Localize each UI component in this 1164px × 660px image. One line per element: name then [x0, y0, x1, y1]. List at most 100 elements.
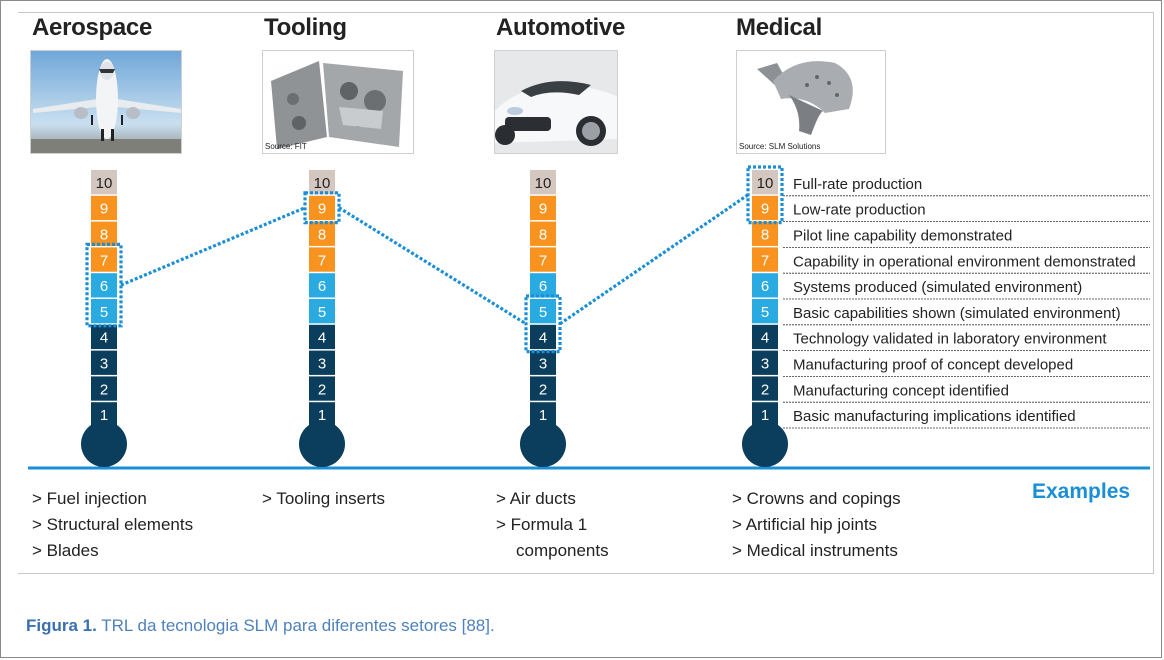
trl-cell-3	[309, 350, 335, 375]
trl-level-label: 2	[761, 381, 769, 398]
level-description-2: Manufacturing concept identified	[793, 382, 1009, 399]
thermometer-stem	[752, 426, 778, 438]
trl-cell-10	[530, 170, 556, 195]
level-description-3: Manufacturing proof of concept developed	[793, 357, 1073, 374]
trl-level-label: 6	[539, 278, 547, 295]
list-item: > Artificial hip joints	[732, 515, 878, 534]
trl-level-label: 6	[761, 278, 769, 295]
trl-cell-1	[91, 402, 117, 427]
trl-level-label: 8	[100, 227, 108, 244]
mold-tool-photo: Source: FIT	[262, 50, 414, 154]
trl-level-label: 10	[535, 175, 552, 192]
trl-cell-7	[752, 247, 778, 272]
trl-highlight-box	[303, 191, 341, 225]
trl-level-label: 6	[100, 278, 108, 295]
trl-level-label: 1	[539, 407, 547, 424]
trl-level-label: 1	[761, 407, 769, 424]
trl-cell-8	[309, 221, 335, 246]
level-description-7: Capability in operational environment de…	[793, 253, 1136, 270]
trl-cell-2	[91, 376, 117, 401]
trl-cell-5	[309, 299, 335, 324]
examples-label: Examples	[1032, 480, 1131, 503]
airplane-photo	[30, 50, 182, 154]
list-item: components	[516, 541, 609, 560]
level-description-10: Full-rate production	[793, 176, 922, 193]
trl-cell-8	[752, 221, 778, 246]
trl-level-label: 9	[539, 201, 547, 218]
trl-cell-6	[309, 273, 335, 298]
sector-title-automotive: Automotive	[496, 14, 626, 41]
trl-connector	[338, 206, 527, 326]
list-item: > Fuel injection	[32, 489, 147, 508]
trl-cell-1	[309, 402, 335, 427]
thermometer-stem	[530, 426, 556, 438]
trl-cell-9	[530, 195, 556, 221]
trl-cell-7	[91, 247, 117, 272]
trl-cell-4	[309, 324, 335, 350]
trl-level-label: 4	[539, 330, 547, 347]
examples-aerospace: > Fuel injection > Structural elements >…	[32, 486, 193, 564]
trl-cell-4	[752, 324, 778, 350]
level-description-8: Pilot line capability demonstrated	[793, 228, 1012, 245]
trl-cell-9	[91, 195, 117, 221]
implant-photo: Source: SLM Solutions	[736, 50, 886, 154]
trl-cell-2	[752, 376, 778, 401]
figure-box	[18, 12, 1154, 574]
sector-title-medical: Medical	[736, 14, 822, 41]
thermometer-stem	[309, 426, 335, 438]
trl-level-label: 1	[100, 407, 108, 424]
trl-level-label: 4	[318, 330, 326, 347]
trl-level-label: 2	[100, 381, 108, 398]
trl-level-label: 7	[100, 252, 108, 269]
trl-level-label: 10	[96, 175, 113, 192]
figure-caption: Figura 1. TRL da tecnologia SLM para dif…	[26, 616, 495, 636]
photo-source-tooling: Source: FIT	[265, 142, 307, 151]
list-item: > Medical instruments	[732, 541, 898, 560]
trl-level-label: 2	[318, 381, 326, 398]
trl-level-label: 3	[100, 356, 108, 373]
trl-cell-2	[530, 376, 556, 401]
trl-level-label: 5	[539, 304, 547, 321]
list-item: > Air ducts	[496, 489, 576, 508]
trl-level-label: 8	[761, 227, 769, 244]
trl-cell-7	[530, 247, 556, 272]
level-description-9: Low-rate production	[793, 202, 926, 219]
examples-medical: > Crowns and copings > Artificial hip jo…	[732, 486, 901, 564]
trl-cell-9	[309, 195, 335, 221]
trl-cell-10	[91, 170, 117, 195]
trl-level-label: 2	[539, 381, 547, 398]
trl-level-label: 3	[318, 356, 326, 373]
trl-level-label: 8	[318, 227, 326, 244]
list-item: > Blades	[32, 541, 99, 560]
list-item: > Crowns and copings	[732, 489, 901, 508]
level-description-4: Technology validated in laboratory envir…	[793, 331, 1107, 348]
list-item: > Formula 1	[496, 515, 588, 534]
level-description-5: Basic capabilities shown (simulated envi…	[793, 305, 1121, 322]
trl-level-label: 7	[539, 252, 547, 269]
trl-connector	[120, 206, 306, 287]
trl-connector	[559, 193, 749, 326]
trl-level-label: 4	[761, 330, 769, 347]
trl-cell-5	[530, 299, 556, 324]
sector-title-aerospace: Aerospace	[32, 14, 153, 41]
thermometer-stem	[91, 426, 117, 438]
trl-level-label: 10	[314, 175, 331, 192]
sector-title-tooling: Tooling	[264, 14, 347, 41]
trl-level-label: 8	[539, 227, 547, 244]
trl-cell-10	[309, 170, 335, 195]
level-description-6: Systems produced (simulated environment)	[793, 279, 1082, 296]
sports-car-photo	[494, 50, 618, 154]
trl-level-label: 9	[100, 201, 108, 218]
list-item: > Tooling inserts	[262, 489, 386, 508]
trl-cell-7	[309, 247, 335, 272]
list-item: > Structural elements	[32, 515, 194, 534]
trl-level-label: 9	[318, 201, 326, 218]
trl-cell-6	[91, 273, 117, 298]
trl-level-label: 7	[761, 252, 769, 269]
trl-cell-3	[530, 350, 556, 375]
trl-cell-5	[91, 299, 117, 324]
trl-cell-6	[752, 273, 778, 298]
